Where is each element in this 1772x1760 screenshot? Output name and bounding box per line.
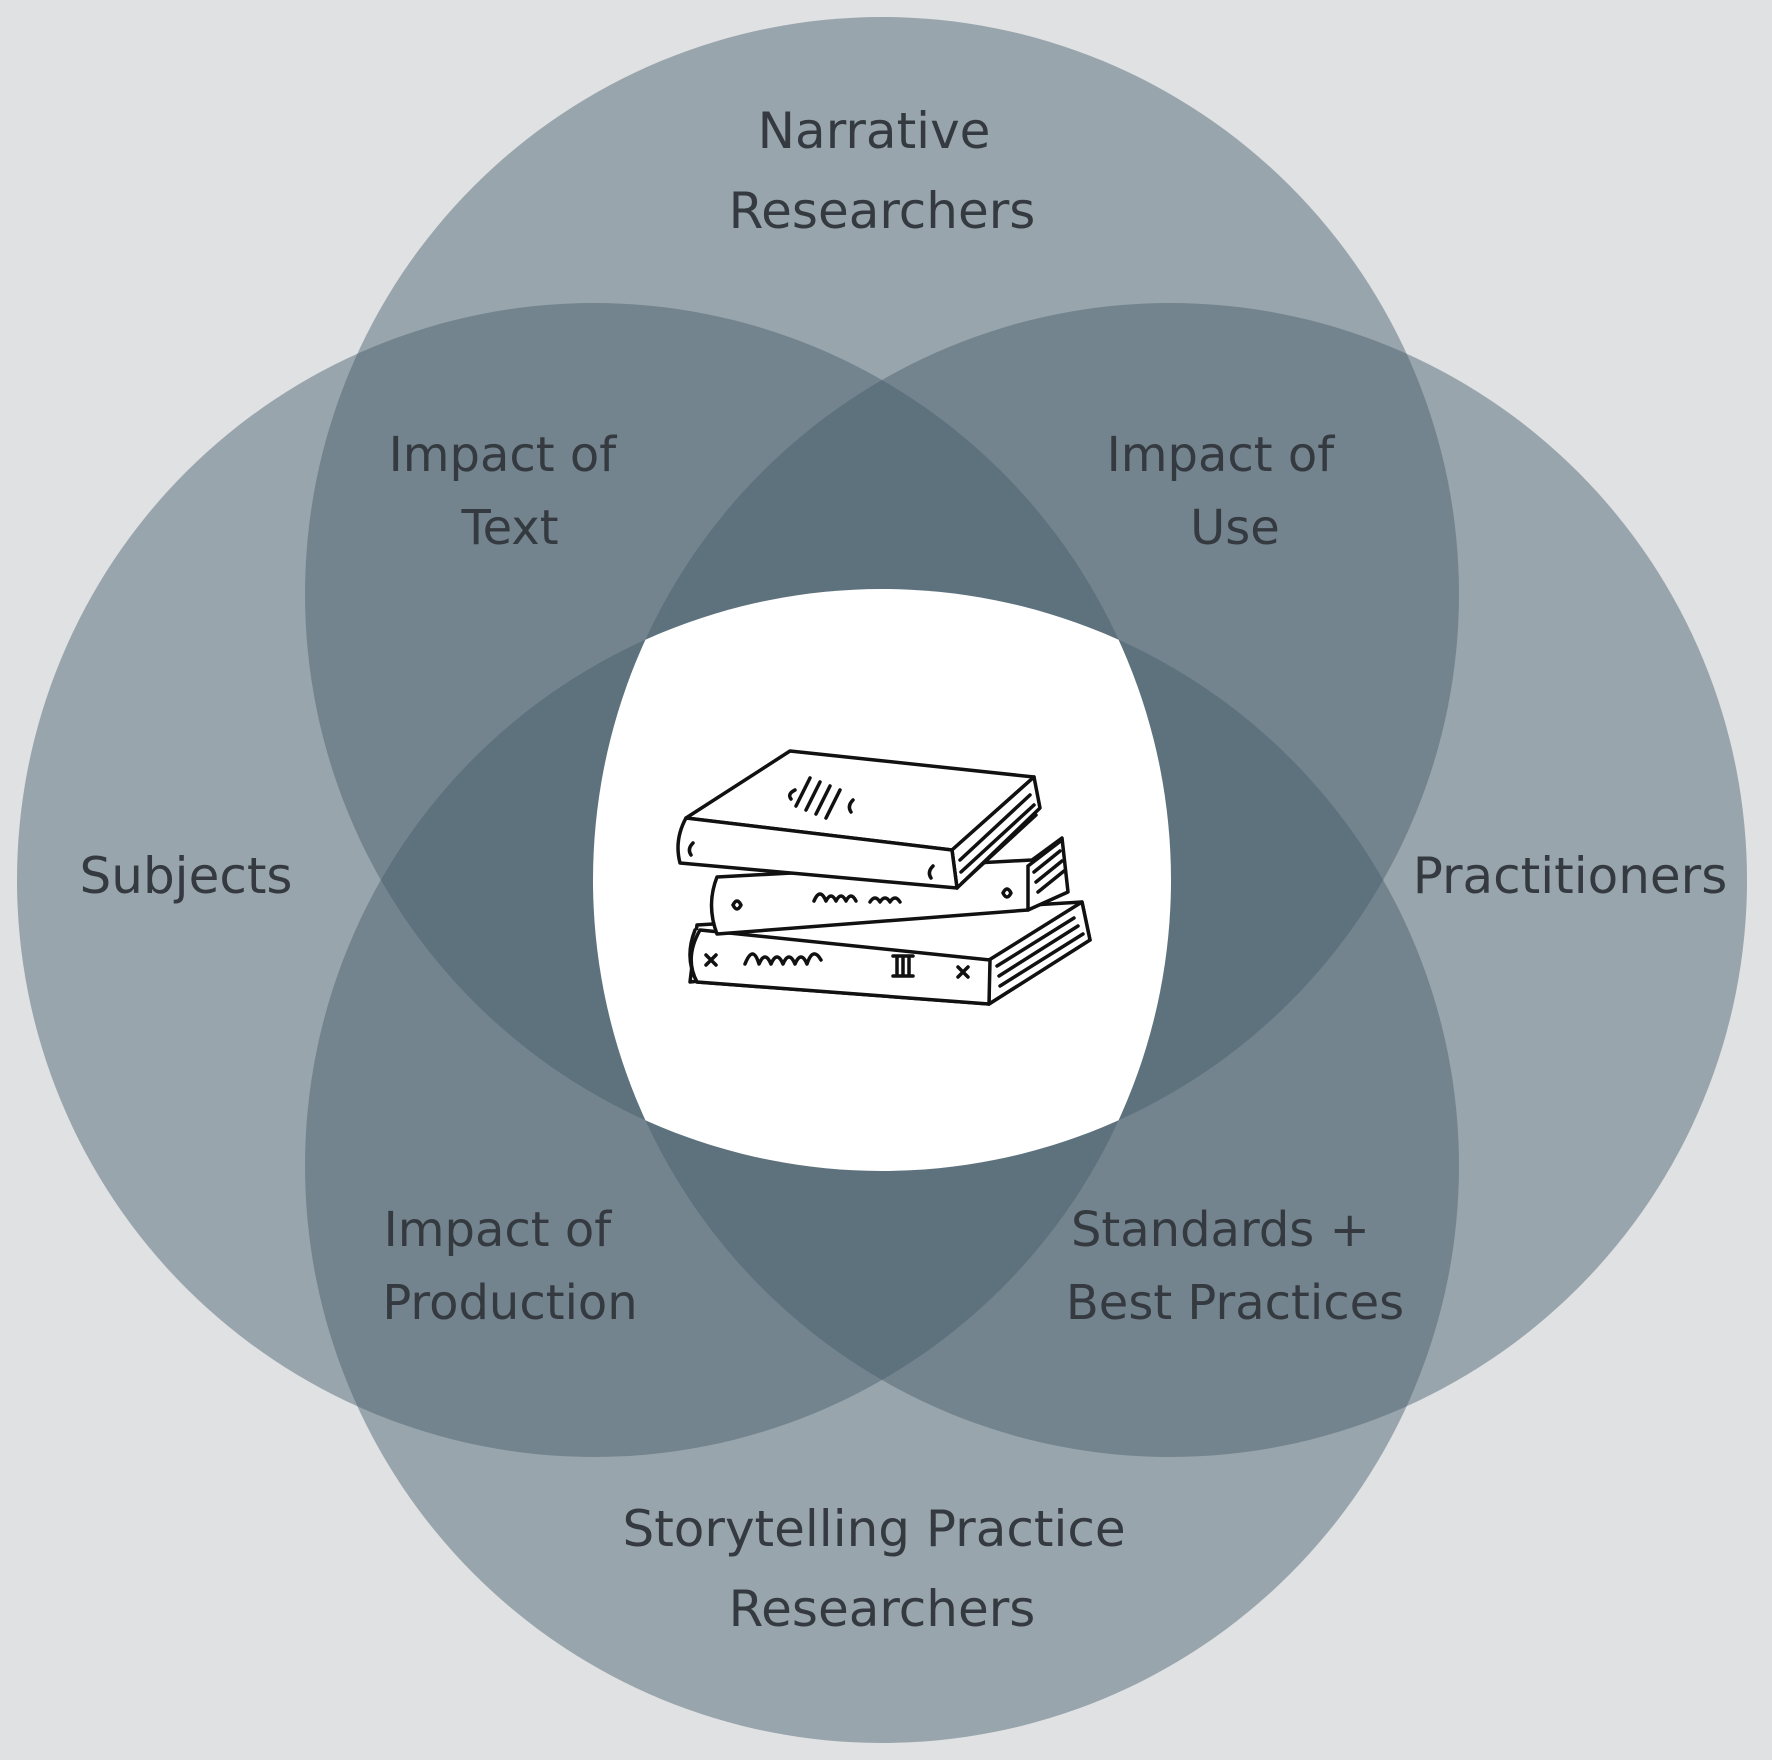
- label-impact-of-text: Impact of Text: [389, 427, 632, 556]
- label-subjects: Subjects: [80, 847, 293, 905]
- label-storytelling-practice-researchers: Storytelling Practice Researchers: [622, 1500, 1141, 1638]
- center-region: [593, 589, 1171, 1171]
- label-standards-best-practices: Standards + Best Practices: [1066, 1202, 1404, 1331]
- label-practitioners: Practitioners: [1413, 847, 1728, 905]
- label-narrative-researchers: Narrative Researchers: [729, 102, 1036, 240]
- label-impact-of-use: Impact of Use: [1107, 427, 1350, 556]
- label-impact-of-production: Impact of Production: [382, 1202, 637, 1331]
- stack-of-books-icon: [676, 749, 1092, 1006]
